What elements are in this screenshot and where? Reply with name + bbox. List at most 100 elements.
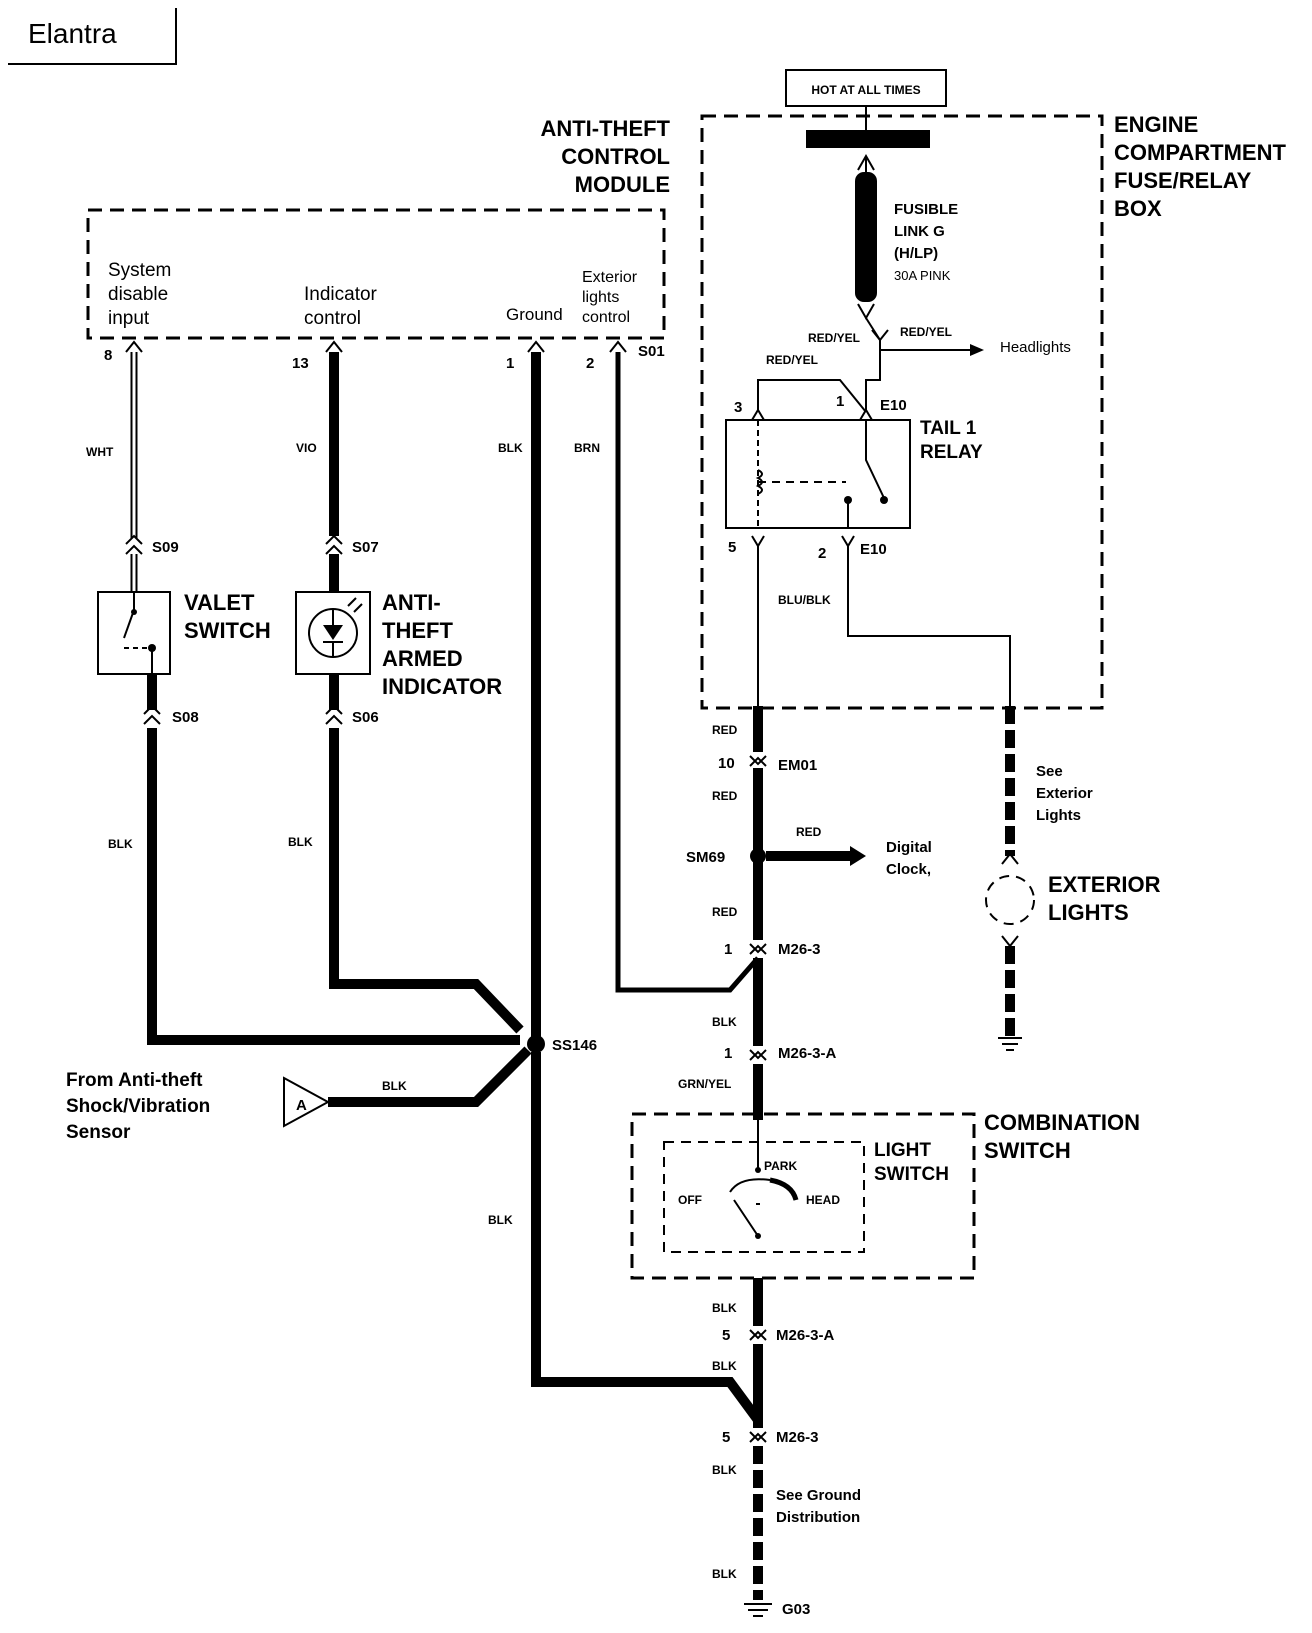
svg-text:ANTI-THEFT: ANTI-THEFT [540,116,670,141]
svg-text:BLK: BLK [712,1359,737,1373]
svg-text:See: See [1036,763,1063,780]
svg-text:COMPARTMENT: COMPARTMENT [1114,140,1286,165]
svg-text:VALET: VALET [184,590,255,615]
svg-text:VIO: VIO [296,441,317,455]
indicator-ground-wire: S06 BLK [288,674,524,1034]
combination-switch-outline [630,1112,976,1280]
svg-text:control: control [304,308,361,329]
svg-text:THEFT: THEFT [382,618,453,643]
svg-text:Digital: Digital [886,839,932,856]
shock-sensor-input: A BLK From Anti-theft Shock/Vibration Se… [66,1046,532,1143]
svg-text:input: input [108,308,150,329]
svg-text:2: 2 [586,355,594,372]
fuse-relay-box-outline [700,114,1104,710]
svg-text:LINK G: LINK G [894,223,945,240]
svg-text:5: 5 [722,1429,730,1446]
svg-text:SS146: SS146 [552,1037,597,1054]
svg-text:30A PINK: 30A PINK [894,268,951,283]
svg-text:Sensor: Sensor [66,1122,131,1143]
svg-text:ARMED: ARMED [382,646,463,671]
svg-text:Ground: Ground [506,305,563,324]
svg-text:FUSE/RELAY: FUSE/RELAY [1114,168,1252,193]
svg-text:E10: E10 [880,397,907,414]
svg-text:LIGHTS: LIGHTS [1048,900,1129,925]
svg-text:ENGINE: ENGINE [1114,112,1198,137]
svg-text:M26-3-A: M26-3-A [778,1045,837,1062]
valet-switch: VALET SWITCH [97,590,271,675]
vio-wire: VIO S07 [296,352,379,592]
svg-text:S06: S06 [352,709,379,726]
svg-text:BLK: BLK [108,837,133,851]
red-trunk: RED 10 EM01 RED SM69 RED Digital Clock, … [678,706,932,1120]
fusible-link: FUSIBLE LINK G (H/LP) 30A PINK [855,153,958,321]
svg-text:BLK: BLK [382,1079,407,1093]
svg-text:BLK: BLK [712,1463,737,1477]
atcm-label: ANTI-THEFT CONTROL MODULE [540,116,670,197]
svg-text:TAIL 1: TAIL 1 [920,418,977,439]
svg-text:RELAY: RELAY [920,442,983,463]
light-switch: LIGHT SWITCH PARK OFF HEAD [678,1120,949,1239]
svg-text:Distribution: Distribution [776,1509,860,1526]
tail-relay-body [725,419,911,529]
svg-text:2: 2 [818,545,826,562]
svg-text:M26-3-A: M26-3-A [776,1327,835,1344]
svg-text:RED/YEL: RED/YEL [808,331,860,345]
svg-text:1: 1 [724,1045,732,1062]
svg-text:control: control [582,309,630,326]
svg-text:See Ground: See Ground [776,1487,861,1504]
svg-text:EXTERIOR: EXTERIOR [1048,872,1161,897]
svg-text:COMBINATION: COMBINATION [984,1110,1140,1135]
title-box: Elantra [8,8,177,65]
svg-text:lights: lights [582,289,619,306]
svg-text:CONTROL: CONTROL [561,144,670,169]
power-source-label: HOT AT ALL TIMES [811,83,920,97]
svg-text:10: 10 [718,755,735,772]
svg-text:M26-3: M26-3 [778,941,821,958]
svg-text:ANTI-: ANTI- [382,590,441,615]
svg-text:Clock,: Clock, [886,861,931,878]
atcm-outline [86,208,666,340]
svg-text:Lights: Lights [1036,807,1081,824]
svg-text:BLK: BLK [288,835,313,849]
svg-text:SWITCH: SWITCH [874,1164,949,1185]
svg-text:INDICATOR: INDICATOR [382,674,502,699]
svg-text:SWITCH: SWITCH [184,618,271,643]
tail-relay: RED/YEL 3 1 E10 TAIL 1 RELAY 5 2 E10 [725,350,983,562]
svg-text:GRN/YEL: GRN/YEL [678,1077,731,1091]
power-bus-bar [806,130,930,148]
svg-text:1: 1 [836,393,844,410]
svg-text:System: System [108,260,171,281]
svg-text:LIGHT: LIGHT [874,1140,931,1161]
svg-text:disable: disable [108,284,168,305]
armed-indicator: ANTI- THEFT ARMED INDICATOR [295,590,502,699]
svg-text:Exterior: Exterior [582,269,638,286]
svg-text:SM69: SM69 [686,849,725,866]
svg-text:EM01: EM01 [778,757,817,774]
svg-text:A: A [296,1097,307,1114]
svg-text:Exterior: Exterior [1036,785,1093,802]
svg-text:MODULE: MODULE [575,172,670,197]
svg-text:From Anti-theft: From Anti-theft [66,1070,203,1091]
wht-wire: WHT S09 [86,352,179,592]
ground-trunk: BLK SS146 BLK [488,352,763,1423]
svg-text:S01: S01 [638,343,665,360]
svg-text:SWITCH: SWITCH [984,1138,1071,1163]
svg-text:8: 8 [104,347,112,364]
svg-text:FUSIBLE: FUSIBLE [894,201,958,218]
svg-text:RED: RED [712,789,738,803]
light-switch-outline [663,1141,865,1253]
headlights-branch: RED/YEL RED/YEL Headlights [808,317,1071,356]
svg-text:HEAD: HEAD [806,1193,840,1207]
svg-text:M26-3: M26-3 [776,1429,819,1446]
svg-text:BRN: BRN [574,441,600,455]
svg-text:5: 5 [722,1327,730,1344]
power-source: HOT AT ALL TIMES [785,69,947,148]
svg-text:E10: E10 [860,541,887,558]
svg-text:BLK: BLK [498,441,523,455]
fuse-relay-box-label: ENGINE COMPARTMENT FUSE/RELAY BOX [1114,112,1286,221]
svg-text:BOX: BOX [1114,196,1162,221]
page-title: Elantra [28,18,117,49]
svg-text:Shock/Vibration: Shock/Vibration [66,1096,210,1117]
